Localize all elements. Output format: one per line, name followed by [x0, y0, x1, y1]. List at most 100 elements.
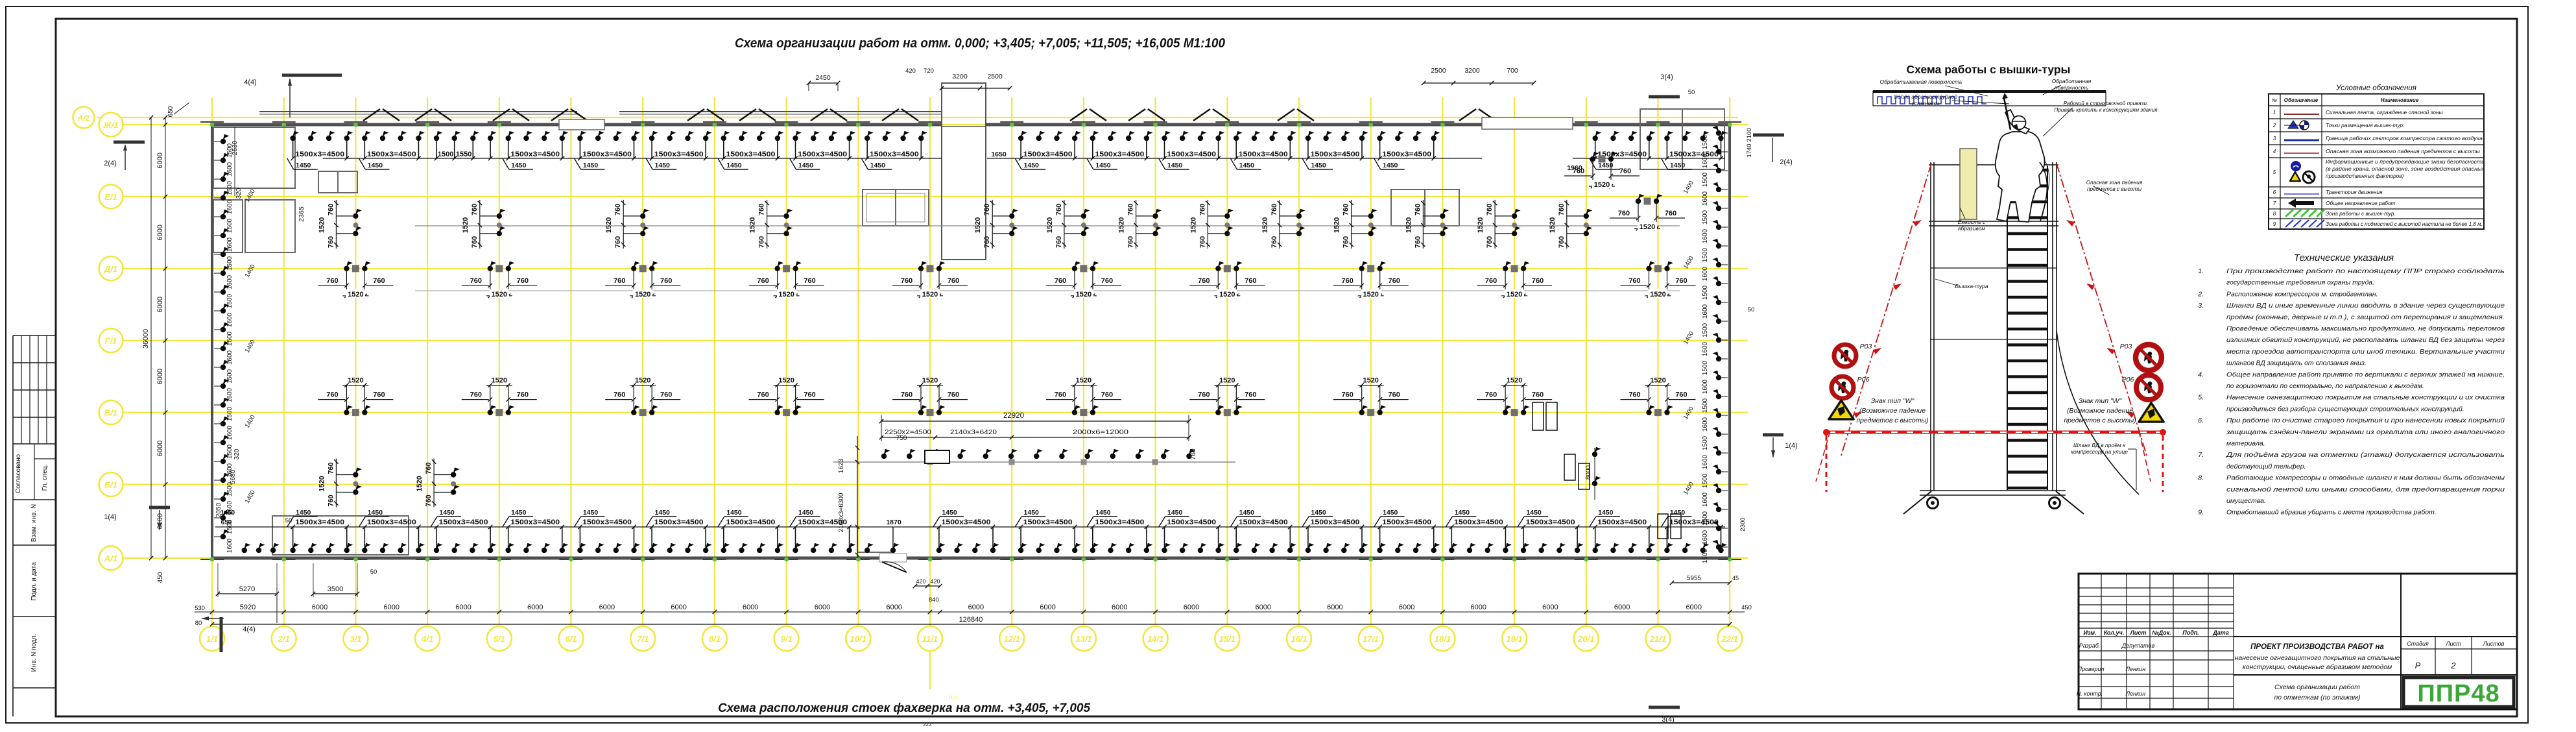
- svg-text:760: 760: [1628, 277, 1640, 285]
- svg-text:1.: 1.: [2198, 267, 2204, 275]
- svg-text:1500x3=4500: 1500x3=4500: [582, 518, 632, 526]
- svg-text:Рабочий в страховочной привязи: Рабочий в страховочной привязи.: [2064, 101, 2149, 106]
- svg-text:Лист: Лист: [2445, 640, 2461, 647]
- svg-text:Для подъёма грузов на отметки: Для подъёма грузов на отметки (этажи) до…: [2226, 451, 2505, 459]
- svg-text:760: 760: [1342, 204, 1350, 215]
- svg-text:2140x3=6420: 2140x3=6420: [950, 428, 997, 436]
- svg-text:Кол.уч.: Кол.уч.: [2104, 629, 2125, 636]
- svg-text:Д/1: Д/1: [104, 264, 117, 274]
- svg-text:760: 760: [660, 391, 672, 399]
- svg-text:3(4): 3(4): [1660, 73, 1673, 81]
- svg-text:1520: 1520: [1363, 377, 1378, 385]
- svg-text:Проверил: Проверил: [2077, 666, 2104, 672]
- svg-text:1500x3=4500: 1500x3=4500: [1023, 518, 1073, 526]
- svg-text:760: 760: [660, 277, 672, 285]
- svg-text:760: 760: [1486, 236, 1494, 248]
- svg-text:1500x3=4500: 1500x3=4500: [1454, 518, 1503, 526]
- svg-text:проёмы (оконные, дверные и т.п: проёмы (оконные, дверные и т.п.), с защи…: [2226, 313, 2505, 321]
- svg-text:1450: 1450: [1239, 162, 1255, 169]
- svg-text:760: 760: [1199, 204, 1206, 215]
- svg-text:государственные требования охр: государственные требования охраны труда.: [2226, 279, 2374, 287]
- svg-text:При работе по очистке старого: При работе по очистке старого покрытия и…: [2226, 417, 2505, 424]
- svg-text:1500x3=4500: 1500x3=4500: [1095, 151, 1144, 158]
- svg-text:5.: 5.: [2198, 394, 2204, 402]
- svg-text:1: 1: [2273, 110, 2276, 116]
- svg-text:1450: 1450: [798, 162, 814, 169]
- svg-text:2100: 2100: [1746, 128, 1753, 141]
- svg-text:Схема расположения стоек фахве: Схема расположения стоек фахверка на отм…: [718, 702, 1090, 715]
- svg-text:1500: 1500: [1702, 435, 1709, 450]
- svg-text:1520: 1520: [1650, 291, 1665, 299]
- svg-text:Е/1: Е/1: [104, 192, 117, 202]
- svg-text:1520: 1520: [462, 217, 470, 233]
- svg-text:1450: 1450: [221, 509, 235, 517]
- svg-text:1740: 1740: [1746, 143, 1753, 157]
- svg-text:760: 760: [1486, 204, 1494, 215]
- svg-text:760: 760: [614, 236, 622, 248]
- svg-text:Обрабатываемая поверхность: Обрабатываемая поверхность: [1879, 79, 1962, 85]
- svg-text:2500: 2500: [1431, 67, 1446, 75]
- svg-text:2.: 2.: [2197, 290, 2204, 298]
- svg-text:760: 760: [327, 462, 335, 474]
- svg-text:п.л: п.л: [949, 694, 958, 700]
- svg-text:1500: 1500: [226, 369, 233, 384]
- svg-text:2(4): 2(4): [104, 160, 117, 167]
- svg-text:Ленкин: Ленкин: [2125, 666, 2145, 672]
- svg-text:1450: 1450: [870, 162, 886, 169]
- svg-text:6000: 6000: [1471, 604, 1486, 611]
- svg-text:Схема работы с вышки-туры: Схема работы с вышки-туры: [1907, 63, 2071, 76]
- svg-text:1520: 1520: [318, 476, 326, 491]
- svg-text:Ж/1: Ж/1: [103, 120, 119, 130]
- svg-text:1450: 1450: [511, 509, 527, 517]
- svg-text:7/1: 7/1: [637, 634, 649, 644]
- svg-text:1500: 1500: [1702, 398, 1709, 413]
- svg-text:760: 760: [1342, 391, 1354, 399]
- svg-text:8/1: 8/1: [709, 634, 721, 644]
- svg-text:760: 760: [425, 494, 433, 506]
- svg-text:760: 760: [1127, 204, 1135, 215]
- svg-text:19/1: 19/1: [1506, 634, 1522, 644]
- svg-text:Знак тип "W": Знак тип "W": [1871, 397, 1915, 405]
- svg-text:1500x3=4500: 1500x3=4500: [654, 518, 704, 526]
- svg-text:1450: 1450: [1526, 509, 1542, 517]
- svg-text:1520: 1520: [1189, 217, 1197, 233]
- svg-text:1600: 1600: [226, 463, 233, 478]
- svg-text:1500x3=4500: 1500x3=4500: [582, 151, 632, 158]
- svg-text:Сопло абразиоструйной: Сопло абразиоструйной: [1894, 93, 1958, 100]
- svg-text:1500x3=4500: 1500x3=4500: [1167, 151, 1216, 158]
- svg-text:2250x2=4500: 2250x2=4500: [885, 428, 931, 436]
- svg-text:2: 2: [2450, 661, 2456, 670]
- svg-text:1520: 1520: [1363, 291, 1378, 299]
- svg-text:760: 760: [1619, 167, 1631, 175]
- svg-text:1500x3=4500: 1500x3=4500: [870, 151, 919, 158]
- svg-text:450: 450: [157, 572, 164, 583]
- svg-text:3200: 3200: [1464, 67, 1480, 75]
- svg-text:Граница рабочих секторов компр: Граница рабочих секторов компрессора сжа…: [2326, 135, 2483, 141]
- svg-text:760: 760: [1101, 277, 1113, 285]
- svg-text:1870: 1870: [886, 518, 901, 526]
- svg-text:4(4): 4(4): [243, 626, 256, 633]
- svg-text:Ленкин: Ленкин: [2125, 690, 2145, 697]
- svg-text:760: 760: [1245, 277, 1256, 285]
- svg-text:Р: Р: [2415, 661, 2421, 670]
- svg-text:излишних обвитий конструкций,: излишних обвитий конструкций, не распола…: [2226, 336, 2505, 344]
- svg-text:760: 760: [1665, 210, 1676, 217]
- svg-text:17/1: 17/1: [1363, 634, 1379, 644]
- svg-text:предметов с высоты: предметов с высоты: [2087, 186, 2141, 192]
- svg-text:3200: 3200: [952, 73, 968, 80]
- svg-text:конструкции, очищенные абразив: конструкции, очищенные абразивом методом: [2243, 663, 2392, 671]
- svg-text:Опасная зона возможного падени: Опасная зона возможного падения предмето…: [2326, 148, 2480, 154]
- svg-text:13/1: 13/1: [1075, 634, 1091, 644]
- svg-text:Депутатов: Депутатов: [2121, 642, 2155, 649]
- svg-text:760: 760: [804, 277, 815, 285]
- svg-text:Опасная зона падения: Опасная зона падения: [2086, 180, 2143, 186]
- svg-text:1500x3=4500: 1500x3=4500: [295, 151, 344, 158]
- svg-text:1450: 1450: [1598, 509, 1614, 517]
- svg-text:650: 650: [167, 106, 174, 117]
- svg-text:1450: 1450: [368, 162, 383, 169]
- svg-text:760: 760: [1245, 391, 1256, 399]
- svg-text:4(4): 4(4): [244, 79, 257, 86]
- svg-text:4: 4: [2273, 149, 2276, 154]
- svg-text:1520: 1520: [1219, 377, 1235, 385]
- svg-text:1450: 1450: [1024, 509, 1040, 517]
